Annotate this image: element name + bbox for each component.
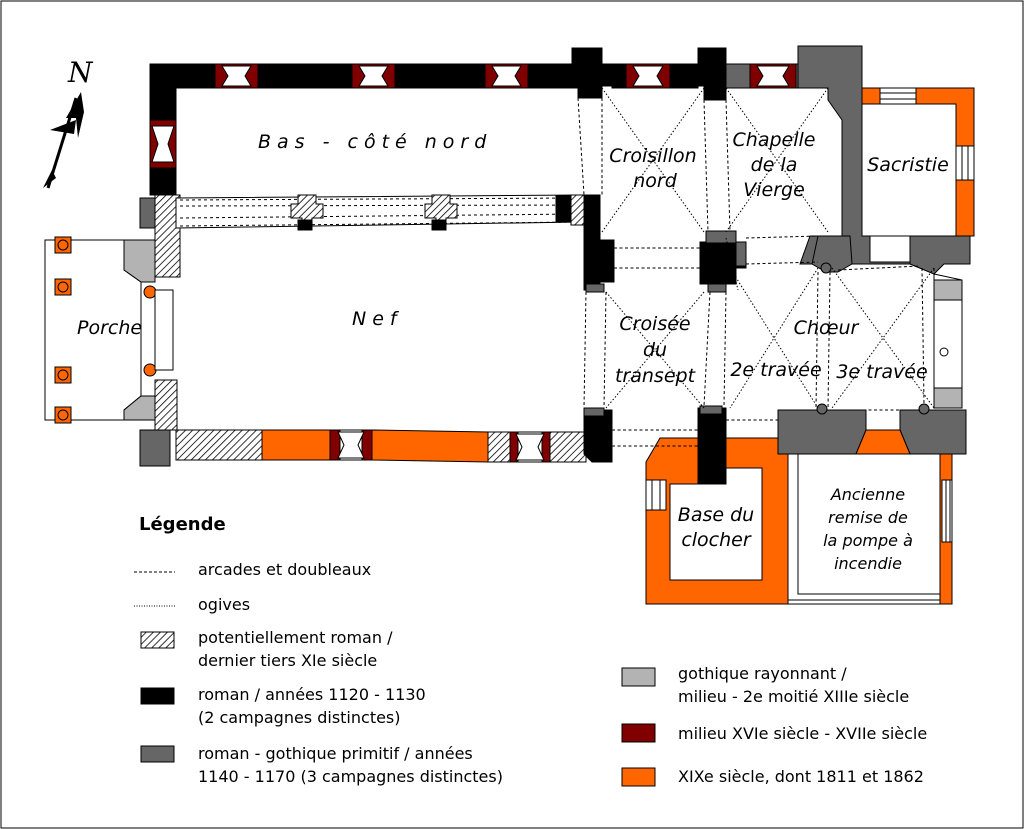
label-north-aisle: Bas - côté nord bbox=[258, 131, 492, 153]
legend-lightgray-2: milieu - 2e moitié XIIIe siècle bbox=[678, 687, 909, 706]
legend-lightgray-swatch bbox=[621, 667, 656, 687]
label-porch: Porche bbox=[77, 317, 142, 339]
legend-orange-swatch bbox=[621, 767, 656, 787]
label-pump-3: la pompe à bbox=[823, 531, 913, 550]
vault-lines bbox=[577, 87, 935, 447]
north-aisle-windows bbox=[149, 63, 529, 169]
label-chapel-2: de la bbox=[751, 154, 798, 176]
room-labels: Bas - côté nord Nef Porche Croisillon no… bbox=[77, 129, 949, 573]
label-chapel-3: Vierge bbox=[743, 179, 805, 201]
legend-orange: XIXe siècle, dont 1811 et 1862 bbox=[678, 767, 924, 786]
label-crossing-1: Croisée bbox=[619, 313, 690, 335]
label-tower-base-2: clocher bbox=[681, 529, 752, 551]
nave-piers bbox=[290, 194, 458, 231]
legend-arcades: arcades et doubleaux bbox=[198, 560, 371, 579]
label-choir: Chœur bbox=[794, 317, 860, 339]
legend-title: Légende bbox=[139, 514, 226, 535]
label-chapel-1: Chapelle bbox=[733, 129, 816, 151]
legend: Légende arcades et doubleaux ogives pote… bbox=[134, 514, 927, 787]
legend-black-1: roman / années 1120 - 1130 bbox=[198, 685, 426, 704]
label-crossing-3: transept bbox=[615, 365, 697, 387]
legend-darkgray-2: 1140 - 1170 (3 campagnes distinctes) bbox=[198, 767, 503, 786]
porch bbox=[44, 236, 157, 424]
legend-hatched-1: potentiellement roman / bbox=[198, 628, 393, 647]
label-bay-3: 3e travée bbox=[836, 361, 927, 383]
legend-black-swatch bbox=[140, 687, 175, 705]
crossing-piers bbox=[571, 47, 747, 485]
label-tower-base-1: Base du bbox=[678, 504, 754, 526]
legend-hatched-2: dernier tiers XIe siècle bbox=[198, 651, 377, 670]
label-nave: Nef bbox=[352, 308, 403, 330]
label-crossing-2: du bbox=[643, 339, 667, 361]
label-pump-2: remise de bbox=[828, 508, 908, 527]
legend-black-2: (2 campagnes distinctes) bbox=[198, 708, 401, 727]
label-pump-1: Ancienne bbox=[830, 485, 905, 504]
label-north-transept-1: Croisillon bbox=[609, 145, 696, 167]
label-sacristy: Sacristie bbox=[867, 154, 949, 176]
building bbox=[44, 45, 975, 605]
legend-darkgray-swatch bbox=[140, 745, 175, 763]
label-north-transept-2: nord bbox=[633, 170, 677, 192]
north-label: N bbox=[67, 56, 94, 89]
legend-ogives: ogives bbox=[198, 595, 250, 614]
north-arrow: N bbox=[43, 56, 94, 189]
legend-hatched-swatch bbox=[140, 631, 175, 649]
label-pump-4: incendie bbox=[834, 554, 902, 573]
legend-lightgray-1: gothique rayonnant / bbox=[678, 664, 847, 683]
legend-darkgray-1: roman - gothique primitif / années bbox=[198, 744, 473, 763]
legend-maroon: milieu XVIe siècle - XVIIe siècle bbox=[678, 724, 927, 743]
label-bay-2: 2e travée bbox=[730, 359, 821, 381]
legend-maroon-swatch bbox=[621, 723, 656, 743]
